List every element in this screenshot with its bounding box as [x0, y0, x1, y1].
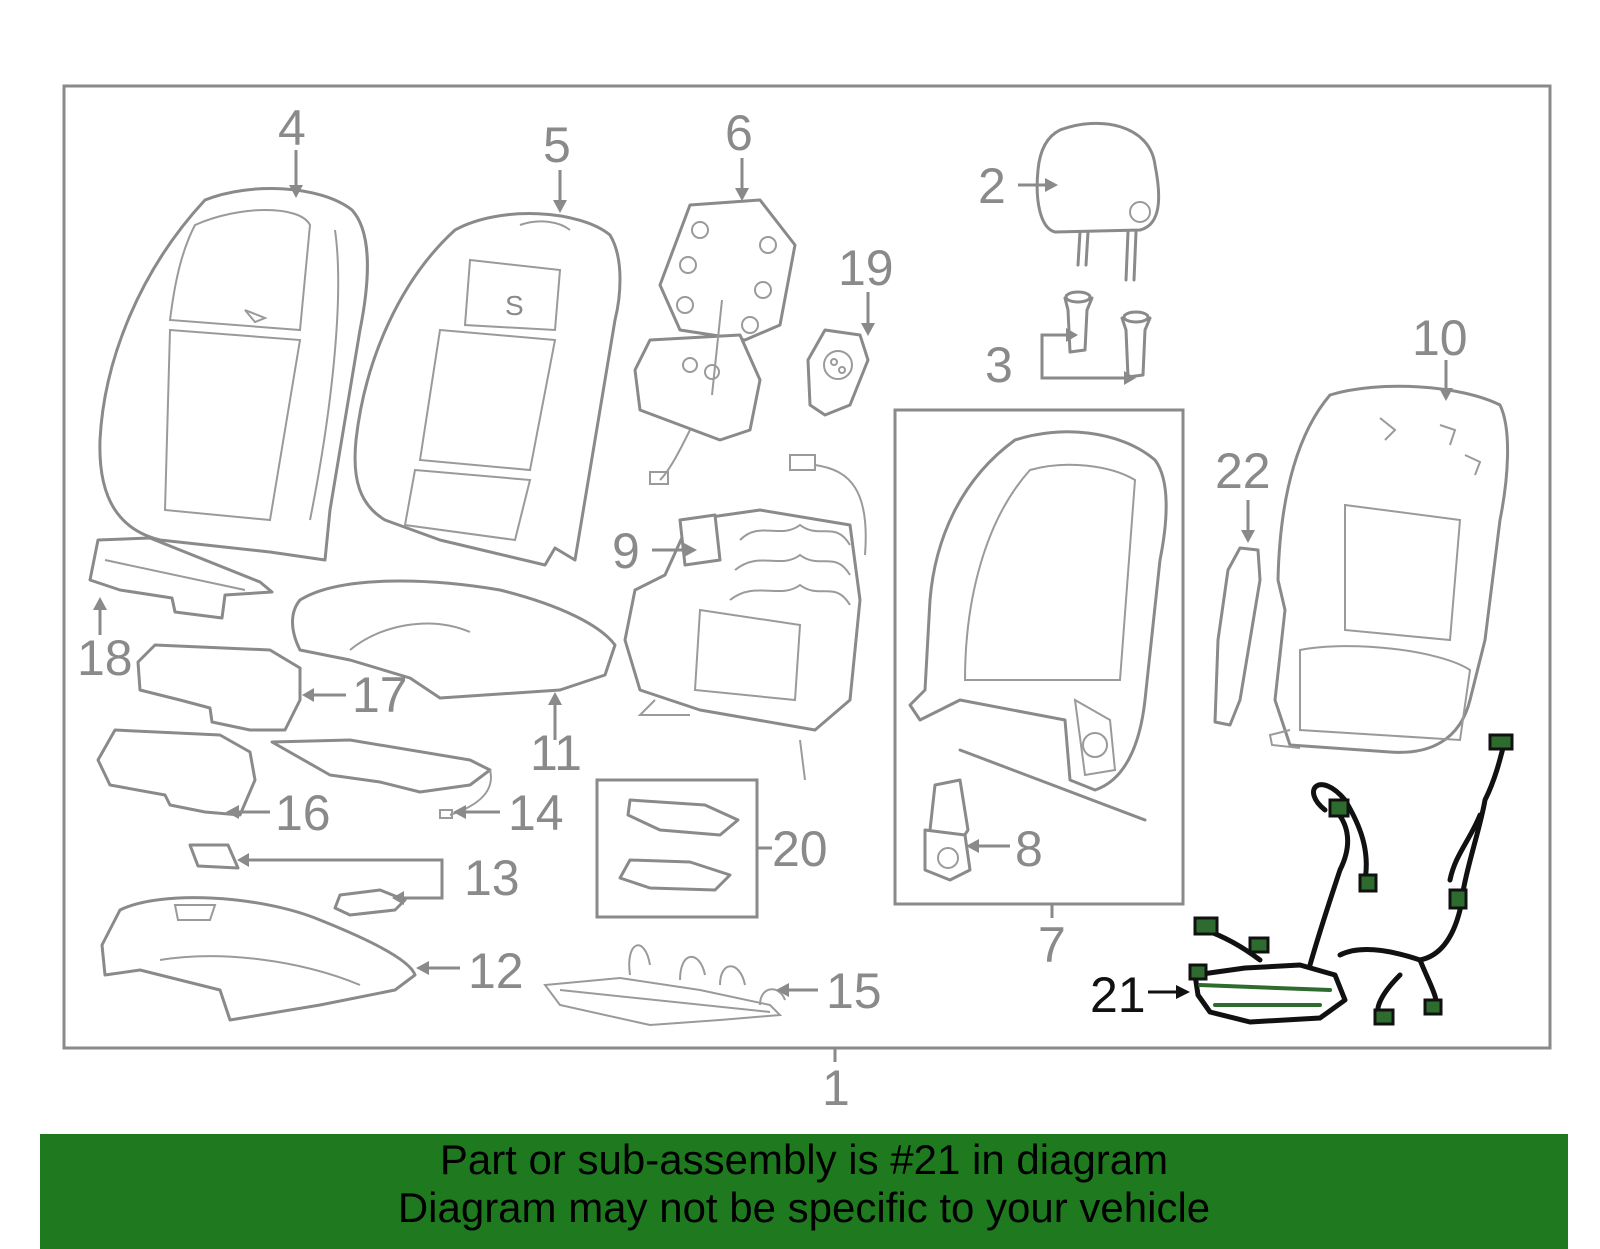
- part-11-cushion-pad[interactable]: [291, 579, 617, 700]
- part-10-seat-back-panel[interactable]: [1268, 384, 1510, 754]
- part-17-side-pad[interactable]: [136, 643, 302, 732]
- part-8-motor[interactable]: [923, 778, 972, 882]
- part-13-sensors[interactable]: [188, 843, 407, 917]
- callout-4: 4: [278, 100, 306, 156]
- diagram-frame: [62, 84, 1552, 1050]
- part-12-seat-pan[interactable]: [100, 896, 417, 1022]
- part-2-headrest[interactable]: [1035, 122, 1161, 282]
- callout-10: 10: [1412, 310, 1468, 366]
- part-19-module[interactable]: [806, 328, 870, 417]
- part-16-side-pad[interactable]: [96, 728, 257, 817]
- leader-lines: [93, 150, 1453, 1062]
- callout-6: 6: [725, 105, 753, 161]
- callout-9: 9: [612, 523, 640, 579]
- callout-12: 12: [468, 943, 524, 999]
- callout-13: 13: [464, 850, 520, 906]
- part-20-group-box: [595, 778, 759, 919]
- banner-line-2: Diagram may not be specific to your vehi…: [397, 1184, 1211, 1231]
- part-20-pads[interactable]: [618, 798, 740, 892]
- callout-18: 18: [77, 630, 133, 686]
- part-9-seat-back-frame[interactable]: [623, 454, 867, 781]
- callout-8: 8: [1015, 821, 1043, 877]
- part-22-side-trim[interactable]: [1213, 546, 1262, 727]
- callout-5: 5: [543, 117, 571, 173]
- callout-22: 22: [1215, 443, 1271, 499]
- part-18-bracket[interactable]: [88, 536, 274, 620]
- callout-labels: 4 5 6 2 19 3 10 22 9 18 17 11 16 14 20 8…: [77, 100, 1468, 1116]
- callout-1: 1: [822, 1060, 850, 1116]
- callout-3: 3: [985, 337, 1013, 393]
- part-5-seat-back-pad[interactable]: S: [353, 212, 622, 567]
- callout-20: 20: [772, 821, 828, 877]
- callout-16: 16: [275, 785, 331, 841]
- callout-17: 17: [352, 667, 408, 723]
- part-7-group-box: [893, 408, 1185, 906]
- callout-21: 21: [1090, 967, 1146, 1023]
- svg-text:S: S: [505, 290, 524, 321]
- part-21-wiring-harness[interactable]: [1188, 733, 1514, 1026]
- part-15-cushion-frame[interactable]: [543, 944, 786, 1027]
- part-3-headrest-guides[interactable]: [1063, 290, 1152, 379]
- callout-2: 2: [978, 158, 1006, 214]
- banner-line-1: Part or sub-assembly is #21 in diagram: [439, 1136, 1169, 1183]
- part-4-seat-back-cover[interactable]: [98, 187, 369, 562]
- part-7-seat-back-frame[interactable]: [908, 430, 1168, 822]
- callout-11: 11: [530, 725, 582, 781]
- info-banner: Part or sub-assembly is #21 in diagram D…: [40, 1134, 1568, 1249]
- callout-7: 7: [1038, 917, 1066, 973]
- callout-15: 15: [826, 963, 882, 1019]
- part-6-lumbar-plate[interactable]: [633, 198, 797, 485]
- callout-14: 14: [508, 785, 564, 841]
- callout-19: 19: [838, 240, 894, 296]
